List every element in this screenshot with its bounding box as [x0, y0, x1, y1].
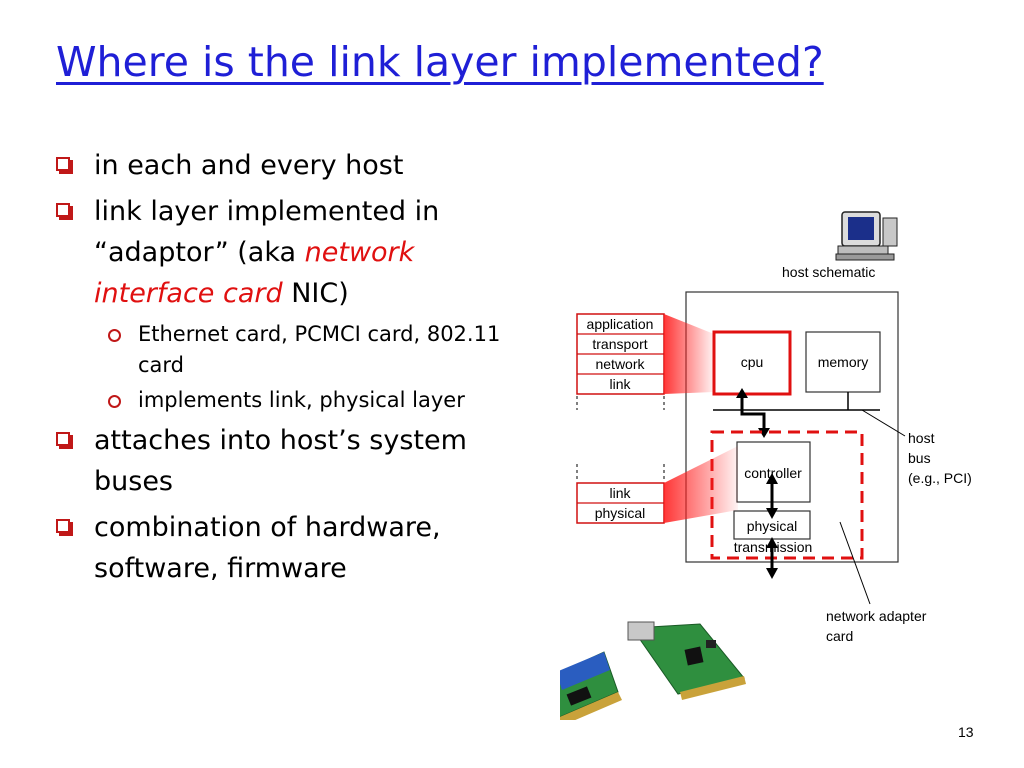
- square-bullet-icon: [56, 203, 73, 220]
- bullet-list: in each and every host link layer implem…: [56, 145, 516, 594]
- sub-bullet-cards: Ethernet card, PCMCI card, 802.11 card: [56, 319, 516, 381]
- ethernet-pci-card-picture: [627, 621, 746, 700]
- bullet-buses: attaches into host’s system buses: [56, 420, 516, 502]
- host-bus-label-2: bus: [908, 450, 931, 466]
- circle-bullet-icon: [108, 329, 121, 342]
- cpu-bus-connector: [740, 394, 766, 432]
- bullet-text: NIC): [282, 278, 349, 309]
- square-bullet-icon: [56, 157, 73, 174]
- bullet-text: combination of hardware, software, firmw…: [94, 512, 441, 584]
- layer-link: link: [609, 376, 631, 392]
- cpu-box: [712, 330, 792, 396]
- physical-label: physical: [747, 518, 798, 534]
- host-bus-label-1: host: [908, 430, 935, 446]
- page-number: 13: [958, 724, 974, 740]
- wireless-network-card-picture: [560, 651, 622, 720]
- bullet-text: in each and every host: [94, 150, 404, 181]
- square-bullet-icon: [56, 519, 73, 536]
- network-adapter-card-box: [710, 430, 864, 560]
- bullet-host: in each and every host: [56, 145, 516, 186]
- host-bus-pointer: [861, 409, 906, 437]
- host-schematic-label: host schematic: [782, 264, 875, 280]
- stack-to-controller-wedge: [664, 446, 738, 523]
- layer-link-bottom: link: [609, 485, 631, 501]
- sub-bullet-text: implements link, physical layer: [138, 388, 465, 412]
- protocol-stack-top: application transport network link: [576, 313, 665, 410]
- protocol-stack-bottom: link physical: [576, 464, 665, 524]
- circle-bullet-icon: [108, 395, 121, 408]
- bullet-text: link layer implemented in “adaptor” (aka: [94, 196, 440, 268]
- adapter-label-2: card: [826, 628, 853, 644]
- layer-application: application: [587, 316, 654, 332]
- nic-term: network interface card: [94, 237, 415, 309]
- bullet-adaptor: link layer implemented in “adaptor” (aka…: [56, 191, 516, 314]
- bullet-text: attaches into host’s system buses: [94, 425, 467, 497]
- computer-icon: [835, 211, 898, 261]
- bullet-combination: combination of hardware, software, firmw…: [56, 507, 516, 589]
- memory-label: memory: [818, 354, 869, 370]
- layer-network: network: [595, 356, 645, 372]
- sub-bullet-text: Ethernet card, PCMCI card, 802.11 card: [138, 322, 501, 377]
- layer-transport: transport: [592, 336, 647, 352]
- stack-to-cpu-wedge: [664, 314, 714, 394]
- adapter-pointer: [839, 521, 871, 605]
- host-bus-label-3: (e.g., PCI): [908, 470, 972, 486]
- slide-title: Where is the link layer implemented?: [56, 38, 824, 86]
- host-schematic-diagram: host schematic application transport net…: [560, 211, 972, 720]
- sub-bullet-layers: implements link, physical layer: [56, 385, 516, 416]
- adapter-label-1: network adapter: [826, 608, 927, 624]
- memory-box: [805, 331, 881, 393]
- controller-label: controller: [744, 465, 802, 481]
- square-bullet-icon: [56, 432, 73, 449]
- layer-physical: physical: [595, 505, 646, 521]
- cpu-label: cpu: [741, 354, 764, 370]
